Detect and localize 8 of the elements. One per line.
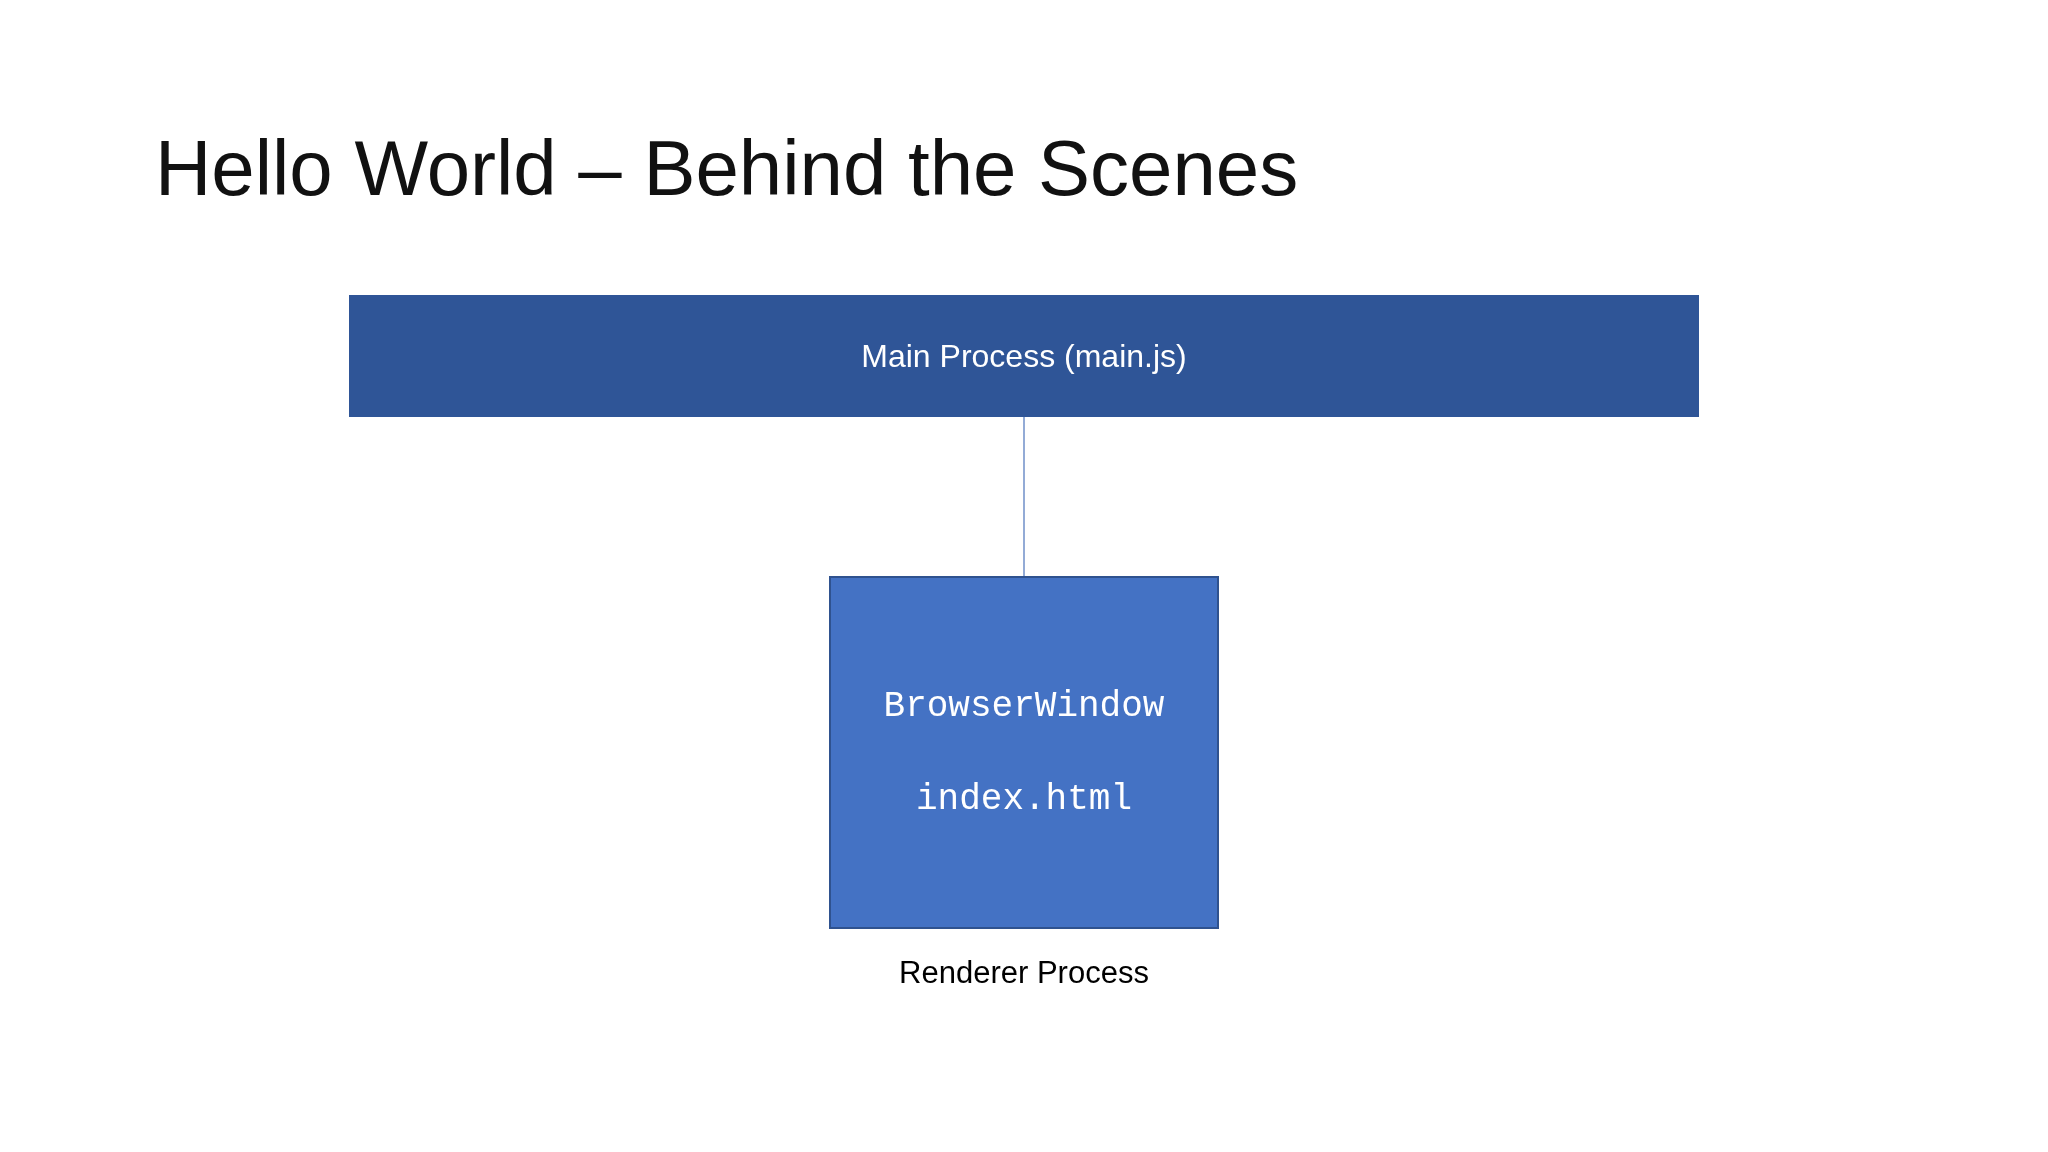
slide-title: Hello World – Behind the Scenes	[155, 123, 1299, 214]
node-label: index.html	[915, 778, 1132, 820]
node-label: Main Process (main.js)	[861, 337, 1187, 375]
process-box	[349, 295, 1699, 417]
connector-line	[1023, 416, 1025, 577]
caption-text: Renderer Process	[899, 955, 1149, 991]
node-label: BrowserWindow	[883, 685, 1165, 727]
process-box	[829, 576, 1219, 929]
